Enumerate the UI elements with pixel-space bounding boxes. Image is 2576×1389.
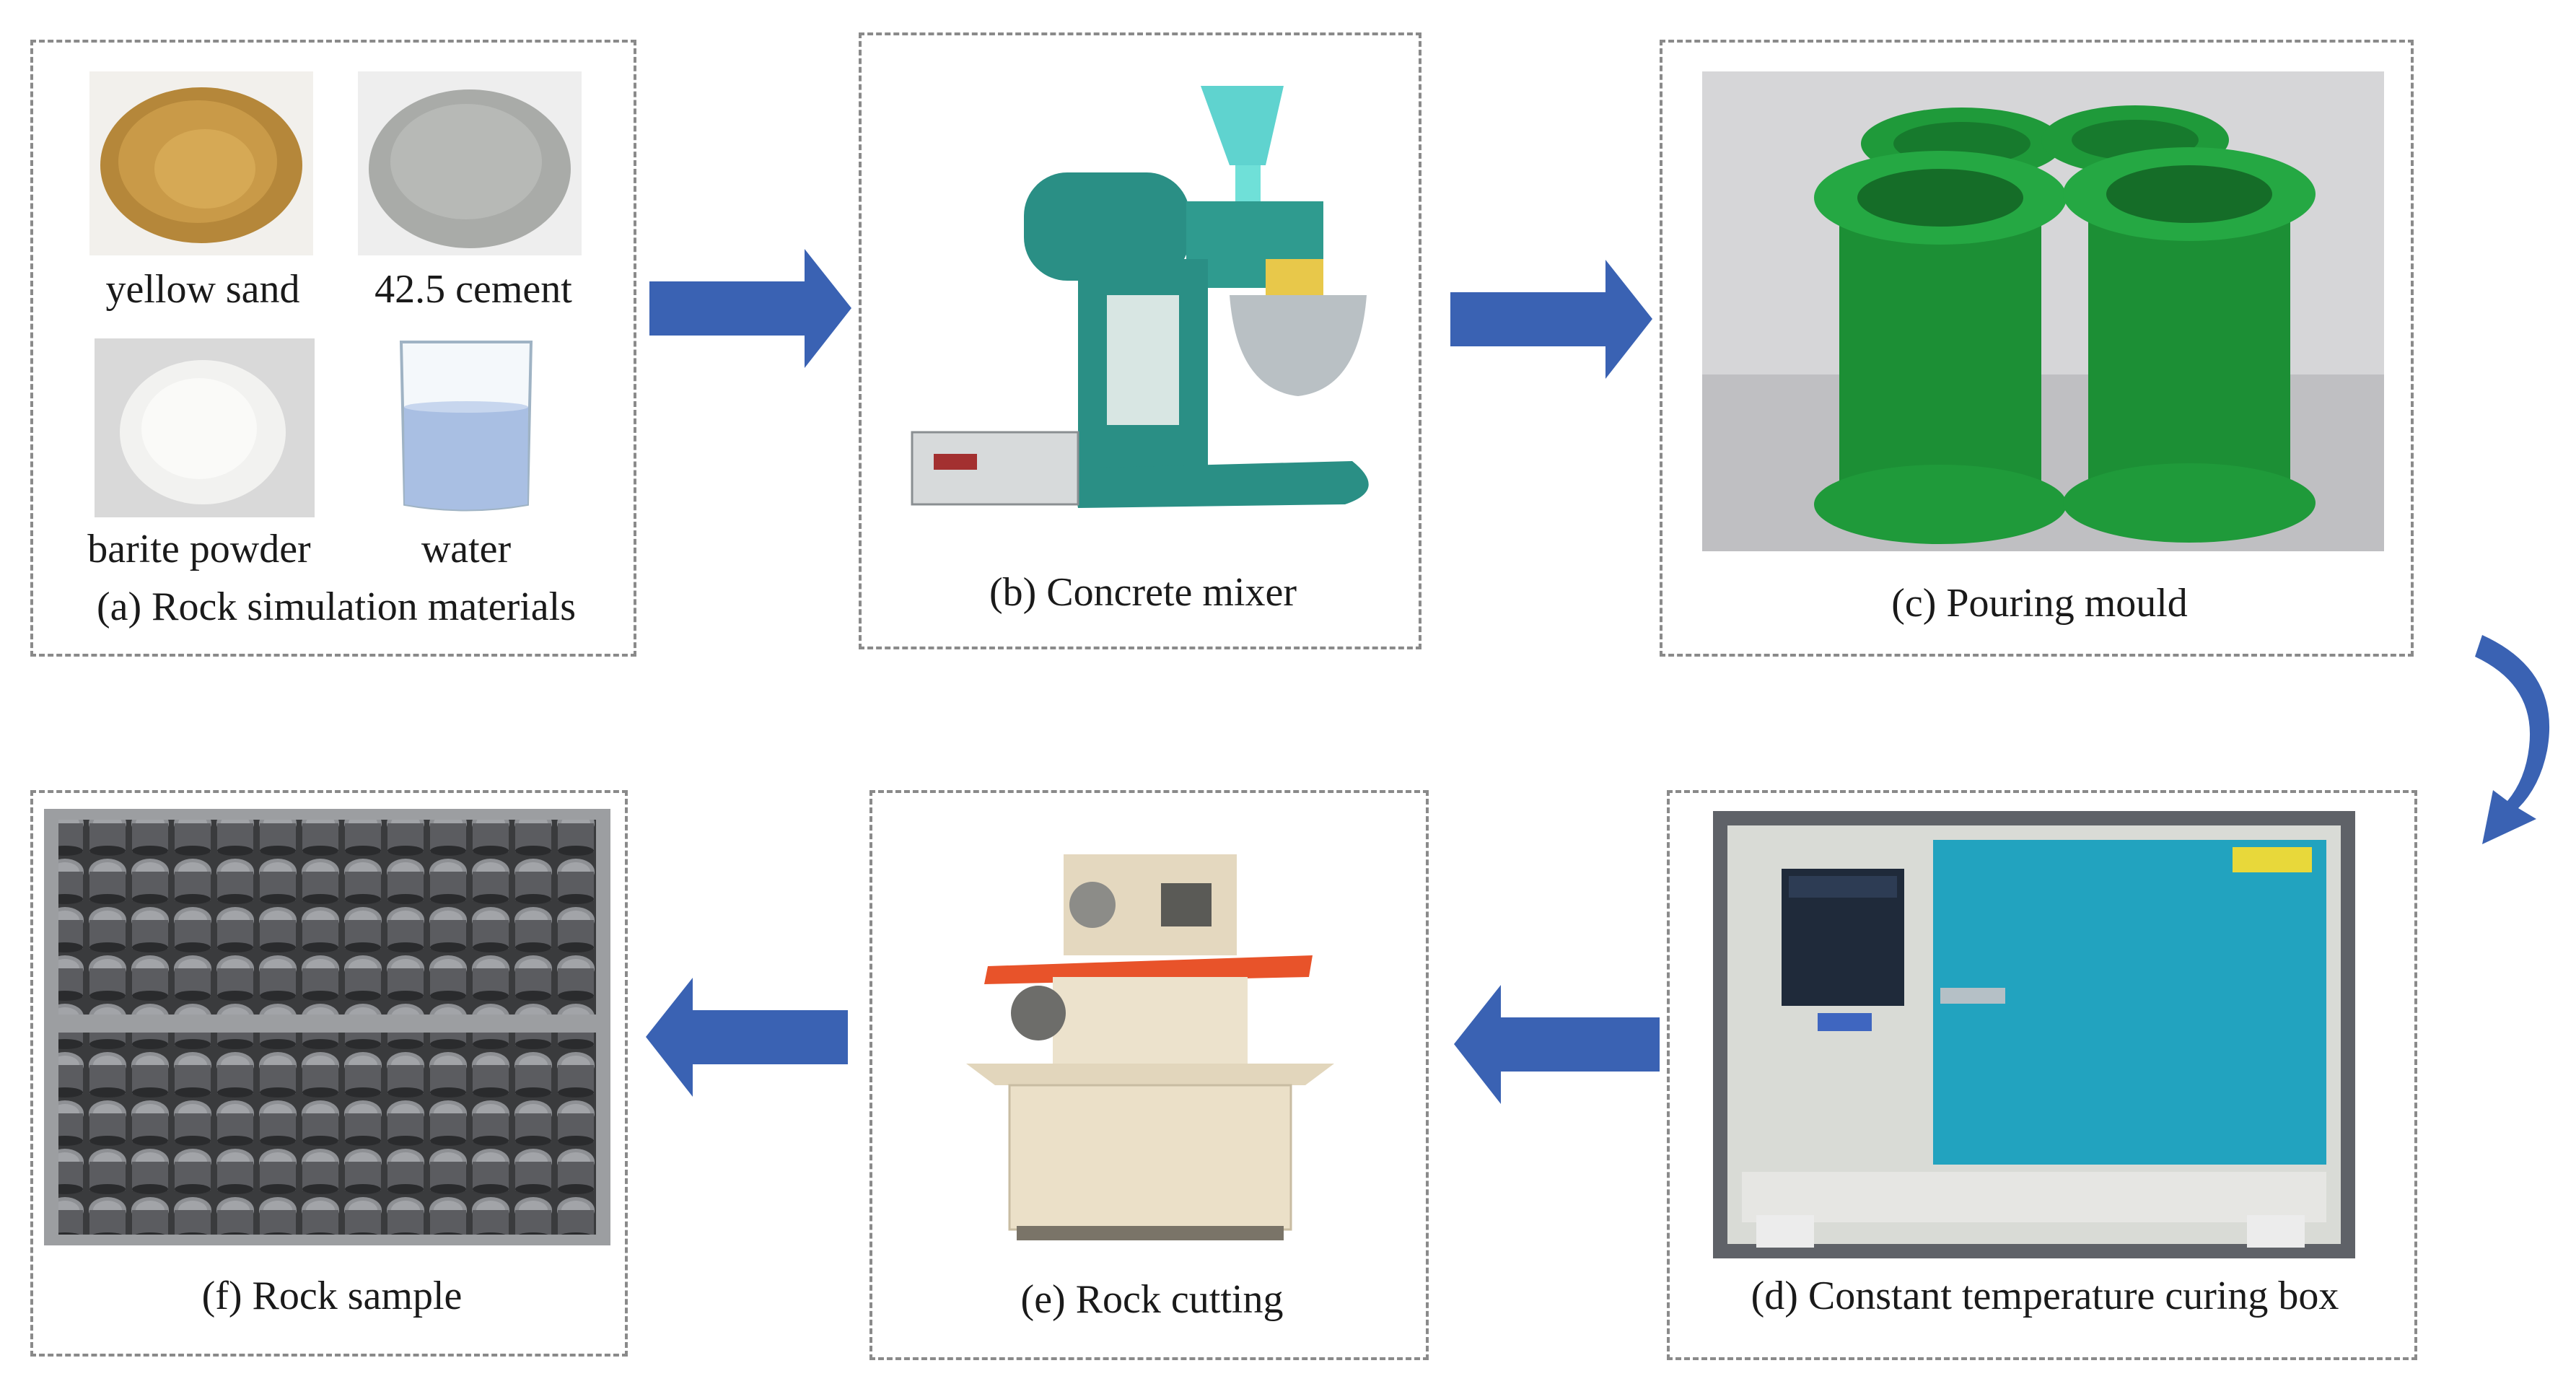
panel-d-curing-box: (d) Constant temperature curing box <box>1667 790 2417 1360</box>
rock-sample-photo <box>44 809 610 1245</box>
rock-cutting-machine-photo <box>945 840 1356 1258</box>
right-arrow-icon <box>649 249 851 368</box>
material-label-yellow-sand: yellow sand <box>105 267 300 312</box>
material-label-cement: 42.5 cement <box>374 267 572 312</box>
panel-b-concrete-mixer: (b) Concrete mixer <box>859 32 1421 649</box>
curing-box-photo <box>1713 811 2355 1258</box>
right-arrow-icon <box>1450 260 1652 379</box>
panel-a-rock-materials: yellow sand 42.5 cement barite powder wa… <box>30 40 636 657</box>
panel-a-caption: (a) Rock simulation materials <box>96 584 577 629</box>
curved-down-arrow-icon <box>2468 628 2565 851</box>
panel-c-pouring-mould: (c) Pouring mould <box>1660 40 2414 657</box>
panel-e-caption: (e) Rock cutting <box>1020 1277 1284 1322</box>
material-label-water: water <box>421 527 512 571</box>
panel-c-caption: (c) Pouring mould <box>1891 581 2188 626</box>
barite-powder-photo <box>95 338 315 517</box>
panel-e-rock-cutting: (e) Rock cutting <box>869 790 1429 1360</box>
panel-b-caption: (b) Concrete mixer <box>989 570 1297 615</box>
concrete-mixer-photo <box>890 57 1396 526</box>
left-arrow-icon <box>646 978 848 1097</box>
pouring-mould-photo <box>1702 71 2384 551</box>
material-label-barite-powder: barite powder <box>87 527 311 571</box>
yellow-sand-photo <box>89 71 313 255</box>
panel-f-rock-sample: (f) Rock sample <box>30 790 628 1357</box>
panel-f-caption: (f) Rock sample <box>201 1274 463 1318</box>
left-arrow-icon <box>1454 985 1660 1104</box>
panel-d-caption: (d) Constant temperature curing box <box>1751 1274 2339 1318</box>
cement-photo <box>358 71 582 255</box>
water-beaker-photo <box>387 335 546 519</box>
